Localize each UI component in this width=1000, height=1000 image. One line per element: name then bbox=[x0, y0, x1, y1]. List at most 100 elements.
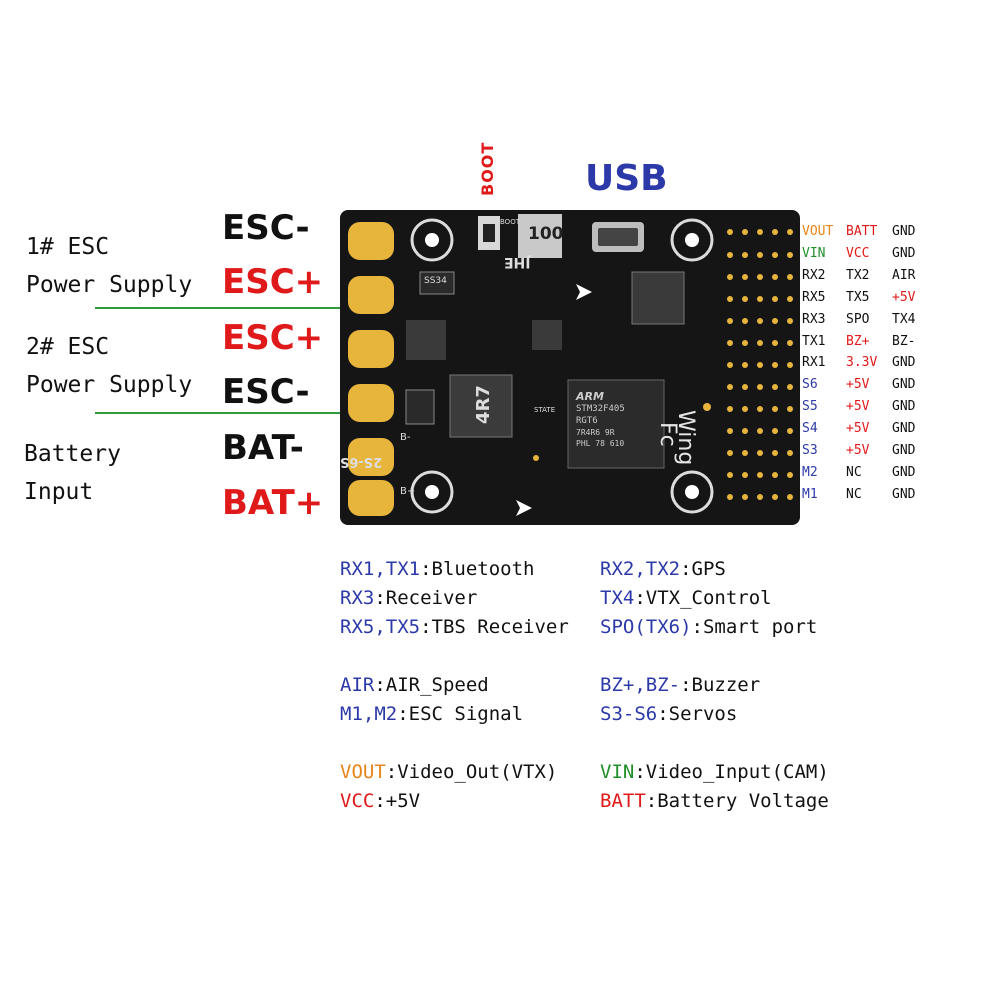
pin-label: GND bbox=[892, 224, 916, 239]
battery-group: Battery Input bbox=[24, 435, 121, 511]
solder-pads bbox=[348, 222, 394, 516]
pin-label: RX1 bbox=[802, 355, 826, 371]
chip-batch: 7R4R6 9R bbox=[576, 428, 615, 437]
legend-item: M1,M2:ESC Signal bbox=[340, 703, 523, 725]
pin-label: 3.3V bbox=[846, 355, 878, 371]
pin-label: TX5 bbox=[846, 289, 870, 305]
pin-label: GND bbox=[892, 464, 916, 480]
legend-key: VIN bbox=[600, 761, 635, 783]
legend-desc: :AIR_Speed bbox=[374, 674, 489, 696]
inductor-100 bbox=[518, 214, 562, 258]
chip-part: STM32F405 bbox=[576, 404, 625, 414]
legend-desc: :Battery Voltage bbox=[645, 790, 829, 812]
legend-key: RX5,TX5 bbox=[340, 616, 421, 638]
legend-desc: :TBS Receiver bbox=[420, 616, 569, 638]
pad-1 bbox=[348, 222, 394, 260]
pin-label: TX1 bbox=[802, 333, 826, 349]
pin-label: RX2 bbox=[802, 267, 826, 283]
silk-cells: 2S-6S bbox=[340, 454, 383, 469]
pin-label: +5V bbox=[892, 289, 916, 305]
esc2-line1: 2# ESC bbox=[26, 334, 110, 360]
legend-key: VCC bbox=[340, 790, 375, 812]
pin-label: GND bbox=[892, 245, 916, 261]
esc2-group: 2# ESC Power Supply bbox=[26, 328, 192, 404]
legend-key: TX4 bbox=[600, 587, 635, 609]
legend-key: SPO(TX6) bbox=[600, 616, 692, 638]
chip-code: RGT6 bbox=[576, 416, 598, 426]
silk-b-plus: B+ bbox=[400, 486, 416, 497]
legend-item: RX1,TX1:Bluetooth bbox=[340, 558, 534, 580]
pin-label: GND bbox=[892, 355, 916, 371]
esc1-group: 1# ESC Power Supply bbox=[26, 228, 192, 304]
legend-item: RX3:Receiver bbox=[340, 587, 477, 609]
small-chip-2 bbox=[532, 320, 562, 350]
legend-key: M1,M2 bbox=[340, 703, 398, 725]
pad-2 bbox=[348, 276, 394, 314]
silk-b-minus: B- bbox=[400, 432, 411, 443]
chip-lot: PHL 78 610 bbox=[576, 439, 625, 448]
ss34-diode-2 bbox=[405, 389, 435, 425]
pad-label-esc-minus-1: ESC- bbox=[222, 208, 310, 248]
legend-desc: :ESC Signal bbox=[397, 703, 524, 725]
flight-controller-board: 100 JHE BOOT SS34 4R7 2S-6S B- B+ STATE … bbox=[340, 210, 800, 525]
usb-label: USB bbox=[585, 158, 668, 199]
legend-desc: :+5V bbox=[374, 790, 421, 812]
mounting-hole-centers bbox=[425, 233, 699, 499]
esc1-line2: Power Supply bbox=[26, 272, 193, 298]
pin-label: +5V bbox=[846, 443, 870, 458]
legend-key: S3-S6 bbox=[600, 703, 658, 725]
pin-label: SPO bbox=[846, 311, 870, 327]
pin-label: RX5 bbox=[802, 289, 826, 305]
legend-key: BZ+,BZ- bbox=[600, 674, 681, 696]
silk-state: STATE bbox=[534, 406, 556, 414]
legend-desc: :Buzzer bbox=[680, 674, 761, 696]
legend-key: VOUT bbox=[340, 761, 386, 783]
pad-label-bat-minus: BAT- bbox=[222, 428, 304, 468]
legend-item: BATT:Battery Voltage bbox=[600, 790, 829, 812]
legend-desc: :VTX_Control bbox=[634, 587, 772, 609]
silk-4r7: 4R7 bbox=[472, 385, 494, 424]
legend-desc: :Servos bbox=[657, 703, 738, 725]
legend-item: AIR:AIR_Speed bbox=[340, 674, 489, 696]
legend-item: RX2,TX2:GPS bbox=[600, 558, 726, 580]
battery-line1: Battery bbox=[24, 441, 121, 467]
pin-label: M2 bbox=[802, 464, 818, 480]
legend-key: RX2,TX2 bbox=[600, 558, 681, 580]
pin-label: GND bbox=[892, 377, 916, 393]
pin-label: VOUT bbox=[802, 224, 834, 239]
esc1-line1: 1# ESC bbox=[26, 234, 110, 260]
legend-item: RX5,TX5:TBS Receiver bbox=[340, 616, 569, 638]
pin-label: GND bbox=[892, 443, 916, 458]
pin-label: NC bbox=[846, 464, 862, 480]
arrow-icon bbox=[516, 500, 532, 516]
pad-6 bbox=[348, 480, 394, 516]
legend-item: VCC:+5V bbox=[340, 790, 420, 812]
legend-key: AIR bbox=[340, 674, 375, 696]
silk-cap-100: 100 bbox=[528, 224, 564, 244]
pad-4 bbox=[348, 384, 394, 422]
legend-item: TX4:VTX_Control bbox=[600, 587, 772, 609]
pin-label: BZ- bbox=[892, 333, 916, 349]
silk-boot-small: BOOT bbox=[500, 218, 520, 226]
legend-desc: :Bluetooth bbox=[420, 558, 535, 580]
silk-jhe: JHE bbox=[504, 254, 531, 270]
pad-label-esc-plus-1: ESC+ bbox=[222, 262, 324, 302]
status-dot bbox=[533, 455, 539, 461]
pin-label: AIR bbox=[892, 267, 916, 283]
pin-label: RX3 bbox=[802, 311, 826, 327]
pin-label: +5V bbox=[846, 421, 870, 437]
legend-item: S3-S6:Servos bbox=[600, 703, 737, 725]
pin-label: +5V bbox=[846, 377, 870, 393]
pin-label: +5V bbox=[846, 399, 870, 415]
legend-desc: :GPS bbox=[680, 558, 726, 580]
battery-line2: Input bbox=[24, 479, 94, 505]
legend-desc: :Video_Input(CAM) bbox=[634, 761, 829, 783]
pin-label: S4 bbox=[802, 421, 818, 437]
pin-label: NC bbox=[846, 486, 862, 502]
chip-brand: ARM bbox=[576, 390, 604, 403]
osd-chip bbox=[631, 271, 685, 325]
legend-key: RX3 bbox=[340, 587, 375, 609]
pin-label: GND bbox=[892, 421, 916, 437]
pad-5 bbox=[348, 438, 394, 476]
